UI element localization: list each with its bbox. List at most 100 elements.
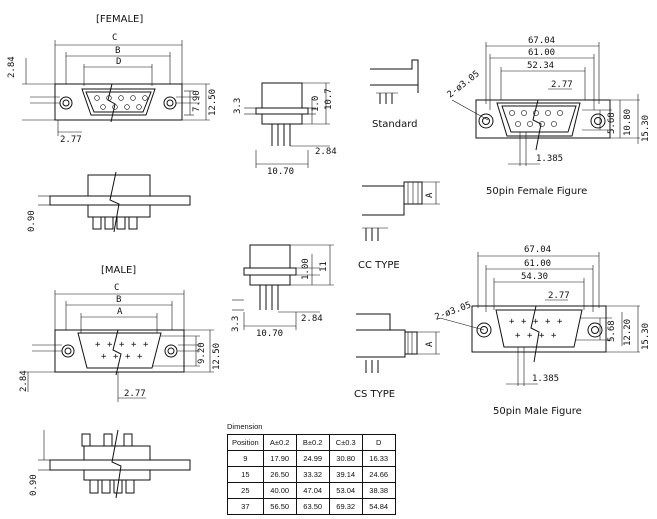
male-side-view: 3.3 1.00 11 2.84 10.70: [231, 244, 334, 339]
header-a: A±0.2: [262, 434, 297, 451]
cc-dim-a: A: [425, 192, 435, 198]
dimension-table: Position A±0.2 B±0.2 C±0.3 D 9 17.90 24.…: [227, 434, 396, 515]
dim-568-female50: 5.68: [607, 112, 617, 134]
dim-5430-male50: 54.30: [521, 272, 548, 282]
dim-label-b-male: B: [116, 295, 121, 305]
dim-33-male: 3.3: [231, 316, 241, 332]
dim-1530-male50: 15.30: [641, 323, 651, 350]
svg-text:+: +: [551, 331, 557, 341]
table-cell: 37: [227, 498, 264, 515]
cs-type-sketch: A CS TYPE: [354, 313, 440, 400]
dim-277-male: 2.77: [124, 389, 146, 399]
dim-33-female: 3.3: [233, 98, 243, 114]
table-cell: 39.14: [328, 466, 363, 483]
dim-277-male50: 2.77: [548, 291, 570, 301]
dim-284-side-male: 2.84: [301, 314, 323, 324]
table-cell: 54.84: [361, 498, 396, 515]
dim-107-female: 10.7: [324, 88, 334, 110]
svg-text:+: +: [557, 317, 563, 327]
svg-text:+: +: [137, 352, 143, 362]
standard-label: Standard: [372, 119, 418, 130]
dim-1385-male50: 1.385: [532, 374, 559, 384]
table-cell: 56.50: [262, 498, 297, 515]
dim-284-side-female: 2.84: [315, 147, 337, 157]
svg-text:+: +: [107, 340, 113, 350]
dim-1080-female50: 10.80: [623, 109, 633, 136]
table-row: 25 40.00 47.04 53.04 38.38: [227, 482, 396, 499]
male-bottom-view: 0.90: [29, 429, 191, 499]
svg-text:+: +: [119, 340, 125, 350]
female-side-view: 3.3 1.0 10.7 2.84 10.70: [233, 82, 337, 177]
table-cell: 30.80: [328, 450, 363, 467]
dim-1530-female50: 15.30: [641, 115, 651, 142]
dim-790-female: 7.90: [192, 90, 202, 112]
fifty-pin-male-figure: 67.04 61.00 54.30 2.77 ++ ++ + ++ ++ 2-ø…: [434, 245, 651, 417]
table-row: 15 26.50 33.32 39.14 24.66: [227, 466, 396, 483]
table-cell: 25: [227, 482, 264, 499]
table-cell: 9: [227, 450, 264, 467]
female-heading: [FEMALE]: [96, 14, 143, 25]
dim-1220-male50: 12.20: [623, 319, 633, 346]
dim-090-female: 0.90: [27, 210, 37, 232]
dim-11-male: 11: [319, 261, 329, 272]
svg-text:+: +: [95, 340, 101, 350]
dim-100-male: 1.00: [301, 258, 311, 280]
cc-type-sketch: A CC TYPE: [358, 181, 440, 271]
male-front-view: [MALE] C B A ++ ++ + ++ ++ 9.20 12.50 2.…: [19, 265, 222, 402]
header-position: Position: [227, 434, 264, 451]
fifty-pin-female-label: 50pin Female Figure: [486, 186, 587, 197]
dim-1070-male: 10.70: [256, 329, 283, 339]
dim-6704-male50: 67.04: [524, 245, 551, 255]
dim-1250-female: 12.50: [208, 89, 218, 116]
table-cell: 24.66: [361, 466, 396, 483]
header-c: C±0.3: [328, 434, 363, 451]
dim-label-a-male: A: [117, 307, 123, 317]
dim-920-male: 9.20: [197, 342, 207, 364]
dim-5234-female50: 52.34: [527, 61, 554, 71]
table-cell: 33.32: [295, 466, 330, 483]
svg-text:+: +: [509, 317, 515, 327]
svg-text:+: +: [113, 352, 119, 362]
table-cell: 26.50: [262, 466, 297, 483]
table-cell: 69.32: [328, 498, 363, 515]
table-cell: 15: [227, 466, 264, 483]
standard-type-sketch: Standard: [370, 59, 419, 130]
cs-type-label: CS TYPE: [354, 389, 395, 400]
hole-callout-female50: 2-ø3.05: [446, 69, 482, 100]
svg-text:+: +: [521, 317, 527, 327]
dim-284-male: 2.84: [19, 370, 29, 392]
dim-label-c-female: C: [112, 33, 117, 43]
dim-6704-female50: 67.04: [528, 36, 555, 46]
female-front-view: [FEMALE] C B D 2.84 2.77 7.90 12.50: [7, 14, 218, 145]
dim-6100-female50: 61.00: [528, 48, 555, 58]
table-cell: 53.04: [328, 482, 363, 499]
dim-10-female: 1.0: [311, 96, 321, 112]
table-row: 37 56.50 63.50 69.32 54.84: [227, 498, 396, 515]
female-bottom-view: 0.90: [27, 171, 191, 233]
table-cell: 63.50: [295, 498, 330, 515]
dimension-table-title: Dimension: [227, 422, 263, 431]
dim-568-male50: 5.68: [607, 320, 617, 342]
header-d: D: [361, 434, 396, 451]
dim-1070-female: 10.70: [267, 167, 294, 177]
dim-label-c-male: C: [114, 283, 119, 293]
fifty-pin-female-figure: 67.04 61.00 52.34 2.77 2-ø3.05 5.68 10.8…: [446, 36, 651, 197]
table-cell: 16.33: [361, 450, 396, 467]
table-cell: 38.38: [361, 482, 396, 499]
svg-text:+: +: [131, 340, 137, 350]
table-cell: 24.99: [295, 450, 330, 467]
svg-text:+: +: [545, 317, 551, 327]
dim-277-female: 2.77: [60, 135, 82, 145]
dim-090-male: 0.90: [29, 474, 39, 496]
dim-1385-female50: 1.385: [536, 154, 563, 164]
dim-277-female50: 2.77: [551, 80, 573, 90]
svg-text:+: +: [515, 331, 521, 341]
svg-text:+: +: [101, 352, 107, 362]
table-cell: 40.00: [262, 482, 297, 499]
dim-label-d-female: D: [116, 57, 121, 67]
male-heading: [MALE]: [101, 265, 136, 276]
svg-text:+: +: [143, 340, 149, 350]
svg-text:+: +: [125, 352, 131, 362]
